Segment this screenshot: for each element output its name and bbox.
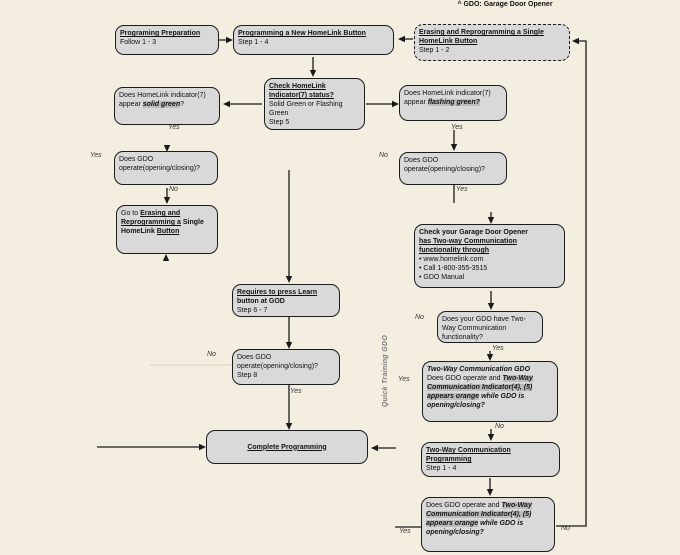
question-text: Does GDO operate(opening/closing)?: [237, 354, 318, 370]
edge-label-no: No: [169, 186, 178, 193]
box-programming-new-homelink-button: Programming a New HomeLink Button Step 1…: [233, 25, 394, 55]
box-press-learn-button: Requires to press Learn button at GOD St…: [232, 284, 340, 317]
box-twoway-communication-programming: Two-Way Communication Programming Step 1…: [421, 442, 560, 477]
edge-label-yes: Yes: [168, 124, 180, 131]
box-check-homelink-indicator-status: Check HomeLink Indicator(7) status? Soli…: [264, 78, 365, 130]
text: Go to: [121, 210, 141, 217]
box-programming-preparation: Programing Preparation Follow 1 - 3: [115, 25, 219, 55]
box-gdo-operate-left: Does GDO operate(opening/closing)?: [114, 151, 218, 185]
bullet-text: www.homelink.com: [423, 256, 484, 263]
box-subtitle: Step 1 - 4: [238, 39, 269, 46]
bullet-homelink-website: • www.homelink.com: [419, 255, 560, 264]
box-step: Step 8: [237, 372, 258, 379]
box-gdo-operate-step8: Does GDO operate(opening/closing)? Step …: [232, 349, 340, 385]
box-title: Requires to press Learn: [237, 289, 318, 296]
text-single-homelink: Single HomeLink: [121, 219, 204, 235]
bullet-icon: •: [419, 274, 422, 281]
edge-label-yes: Yes: [451, 124, 463, 131]
bullet-icon: •: [419, 265, 422, 272]
edge-label-yes: Yes: [290, 388, 302, 395]
box-complete-programming: Complete Programming: [206, 430, 368, 464]
text: while GDO is opening/closing?: [427, 393, 525, 409]
edge-label-no: No: [415, 314, 424, 321]
box-line: Solid Green or Flashing Green: [269, 101, 343, 117]
highlight-appears-orange: appears orange: [427, 393, 480, 400]
box-title: Check your Garage Door Opener: [419, 229, 528, 236]
box-title: Two-Way Communication Programming: [426, 447, 511, 463]
edge-label-yes: Yes: [399, 528, 411, 535]
box-subtitle: Step 1 - 4: [426, 465, 457, 472]
box-have-twoway-functionality: Does your GDO have Two-Way Communication…: [437, 311, 543, 343]
box-step: Step 5: [269, 119, 290, 126]
question-text: Does GDO operate and Two-Way Communicati…: [426, 501, 550, 537]
question-text: Does HomeLink indicator(7) appear: [119, 92, 206, 108]
highlight-flashing-green: flashing green?: [427, 99, 480, 106]
edge-label-yes: Yes: [492, 345, 504, 352]
edge-label-yes: Yes: [90, 152, 102, 159]
bullet-text: Call 1-800-355-3515: [423, 265, 488, 272]
question-text: Does GDO operate(opening/closing)?: [404, 157, 485, 173]
highlight-appears-orange: appears orange: [426, 520, 479, 527]
edge-label-no: No: [561, 525, 570, 532]
box-line: button at GOD: [237, 298, 285, 305]
bullet-phone-number: • Call 1-800-355-3515: [419, 264, 560, 273]
link-erasing-reprogramming: Erasing and Reprogramming a: [121, 210, 181, 226]
text: while GDO is opening/closing?: [426, 520, 524, 536]
box-twoway-communication-gdo: Two-Way Communication GDO Does GDO opera…: [422, 361, 558, 422]
box-final-operate-check: Does GDO operate and Two-Way Communicati…: [421, 497, 555, 552]
footnote-gdo-definition: ^ GDO: Garage Door Opener: [457, 1, 553, 8]
box-title: Erasing and Reprogramming a Single HomeL…: [419, 29, 544, 45]
edge-label-yes: Yes: [398, 376, 410, 383]
edge-label-yes: Yes: [456, 186, 468, 193]
box-erasing-reprogramming-single-button: Erasing and Reprogramming a Single HomeL…: [414, 24, 570, 61]
box-subtitle: Step 1 - 2: [419, 47, 450, 54]
box-title: Programming a New HomeLink Button: [238, 30, 366, 37]
question-text: Does HomeLink indicator(7) appear: [404, 90, 491, 106]
box-title: Two-Way Communication GDO: [427, 366, 531, 373]
box-subtitle: Follow 1 - 3: [120, 39, 157, 46]
section-label-quick-training-gdo: Quick Training GDO: [382, 334, 389, 408]
box-flashing-green-question: Does HomeLink indicator(7) appear flashi…: [399, 85, 507, 121]
box-gdo-operate-right: Does GDO operate(opening/closing)?: [399, 152, 507, 185]
edge-label-no: No: [207, 351, 216, 358]
edge-label-no: No: [495, 423, 504, 430]
text: Does GDO operate and: [427, 375, 503, 382]
box-title: Programing Preparation: [120, 30, 201, 37]
box-step: Step 6 - 7: [237, 307, 268, 314]
link-button: Button: [156, 228, 180, 235]
question-text: Does your GDO have Two-Way Communication…: [442, 316, 526, 341]
edge-label-no: No: [379, 152, 388, 159]
question-text: Does GDO operate(opening/closing)?: [119, 156, 200, 172]
text: Does GDO operate and: [426, 502, 502, 509]
box-solid-green-question: Does HomeLink indicator(7) appear solid …: [114, 87, 220, 125]
box-check-gdo-twoway-functionality: Check your Garage Door Opener has Two-wa…: [414, 224, 565, 288]
highlight-solid-green: solid green: [142, 101, 181, 108]
bullet-icon: •: [419, 256, 422, 263]
box-goto-erasing-reprogramming: Go to Erasing and Reprogramming a Single…: [116, 205, 218, 254]
box-title: Complete Programming: [247, 443, 327, 451]
bullet-text: GDO Manual: [423, 274, 465, 281]
question-text: Does GDO operate and Two-Way Communicati…: [427, 374, 553, 410]
bullet-gdo-manual: • GDO Manual: [419, 273, 560, 282]
box-title-underlined: has Two-way Communication functionality …: [419, 238, 517, 254]
question-text: ?: [180, 101, 184, 108]
box-title: Check HomeLink Indicator(7) status?: [269, 83, 334, 99]
